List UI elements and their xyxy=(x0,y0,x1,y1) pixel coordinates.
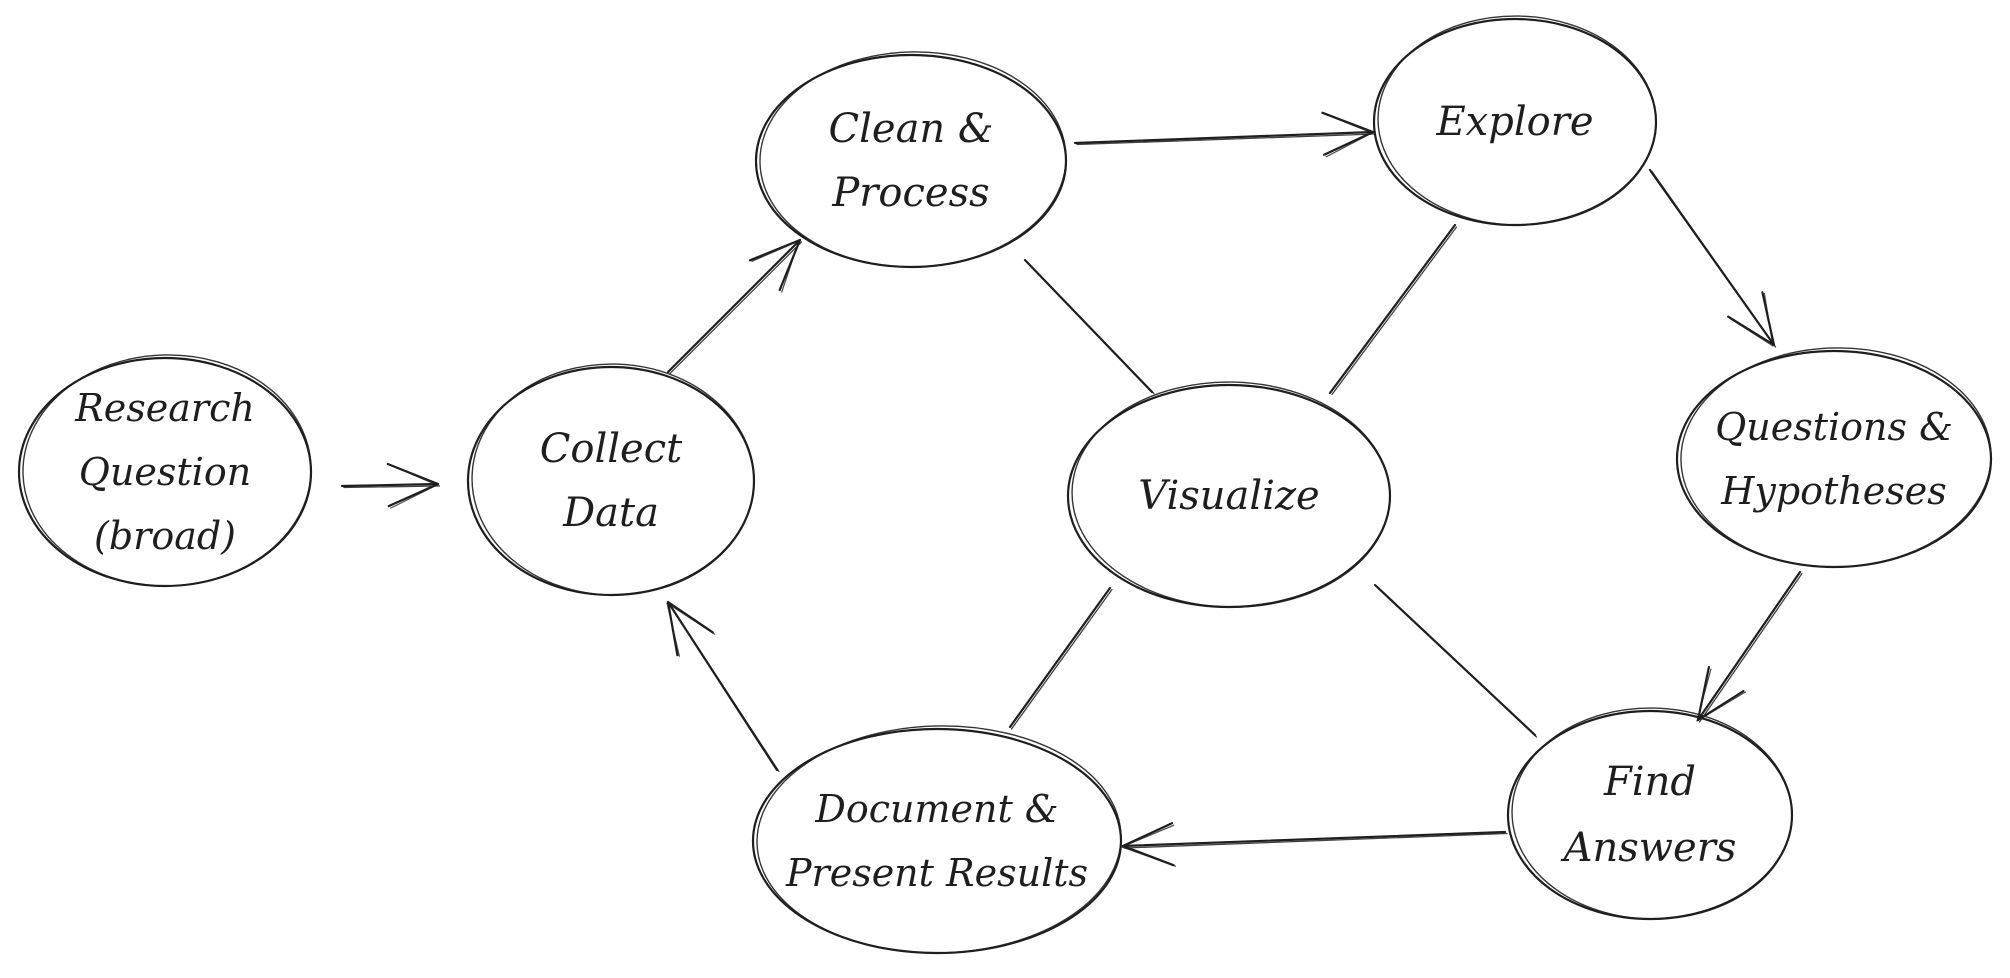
node-explore: Explore xyxy=(1372,15,1658,227)
edge-line-sketch xyxy=(1025,261,1155,395)
edge-line xyxy=(340,482,440,488)
arrowhead xyxy=(1727,291,1776,347)
node-ellipse-sketch xyxy=(471,363,755,596)
node-document-present: Document & Present Results xyxy=(751,725,1123,955)
edge-visualize-to-document-present xyxy=(1008,586,1113,730)
node-label: Document & xyxy=(814,787,1058,831)
edge-research-question-to-collect-data xyxy=(340,462,441,509)
edge-document-present-to-collect-data xyxy=(666,600,780,773)
edge-visualize-to-find-answers xyxy=(1373,583,1538,738)
edge-line-sketch xyxy=(668,603,780,773)
node-label: Data xyxy=(562,490,659,536)
edge-line xyxy=(1073,130,1375,145)
node-ellipse-sketch xyxy=(22,354,312,587)
node-label: Research xyxy=(74,386,255,430)
node-label: Hypotheses xyxy=(1720,469,1947,513)
edge-line-sketch xyxy=(1123,832,1508,849)
edges-layer xyxy=(340,111,1803,867)
node-ellipse xyxy=(1506,709,1794,921)
node-label: Process xyxy=(831,170,989,216)
node-label: Present Results xyxy=(785,851,1088,895)
node-visualize: Visualize xyxy=(1066,381,1392,609)
edge-line xyxy=(666,238,802,374)
edge-line-sketch xyxy=(669,241,803,375)
edge-line-sketch xyxy=(1376,585,1538,738)
arrowhead-sketch xyxy=(1323,113,1373,158)
arrowhead xyxy=(748,238,802,292)
arrowhead-sketch xyxy=(1121,824,1177,867)
edge-clean-process-to-explore xyxy=(1073,111,1376,158)
edge-line xyxy=(1696,570,1802,722)
node-label: (broad) xyxy=(94,514,236,558)
arrowhead-sketch xyxy=(666,602,716,657)
arrowhead-sketch xyxy=(1729,292,1774,347)
edge-line-sketch xyxy=(1698,572,1803,723)
edge-line-sketch xyxy=(1651,170,1777,348)
node-ellipse-sketch xyxy=(1511,707,1793,920)
node-ellipse-sketch xyxy=(1377,15,1657,226)
edge-questions-hypotheses-to-find-answers xyxy=(1696,570,1803,723)
edge-line xyxy=(1328,223,1457,395)
edge-visualize-to-clean-process xyxy=(1023,258,1155,395)
arrowhead xyxy=(666,600,714,657)
node-label: Visualize xyxy=(1138,473,1319,519)
edge-explore-to-questions-hypotheses xyxy=(1648,168,1777,348)
edge-line-sketch xyxy=(1331,226,1458,396)
node-label: Answers xyxy=(1560,825,1737,871)
node-questions-hypotheses: Questions & Hypotheses xyxy=(1675,347,1993,569)
arrowhead-sketch xyxy=(751,240,800,293)
node-label: Question xyxy=(79,450,251,494)
arrowhead-sketch xyxy=(389,464,438,509)
edge-collect-data-to-clean-process xyxy=(666,238,803,375)
node-ellipse xyxy=(466,365,756,597)
node-ellipse-sketch xyxy=(759,51,1067,268)
node-label: Clean & xyxy=(829,106,994,152)
node-ellipse-sketch xyxy=(1680,347,1992,568)
edge-line-sketch xyxy=(343,485,441,489)
node-label: Questions & xyxy=(1715,405,1953,449)
node-clean-process: Clean & Process xyxy=(754,51,1068,269)
edge-visualize-to-explore xyxy=(1328,223,1458,396)
edge-line-sketch xyxy=(1076,133,1376,146)
edge-find-answers-to-document-present xyxy=(1121,822,1508,867)
edge-line xyxy=(1121,830,1507,848)
node-label: Explore xyxy=(1435,99,1593,145)
node-ellipse-sketch xyxy=(756,725,1122,954)
node-ellipse-sketch xyxy=(1071,381,1391,608)
arrowhead-sketch xyxy=(1696,668,1747,722)
edge-line xyxy=(1008,586,1112,729)
node-label: Find xyxy=(1603,759,1696,805)
node-label: Collect xyxy=(540,426,683,472)
edge-line-sketch xyxy=(1010,588,1113,730)
